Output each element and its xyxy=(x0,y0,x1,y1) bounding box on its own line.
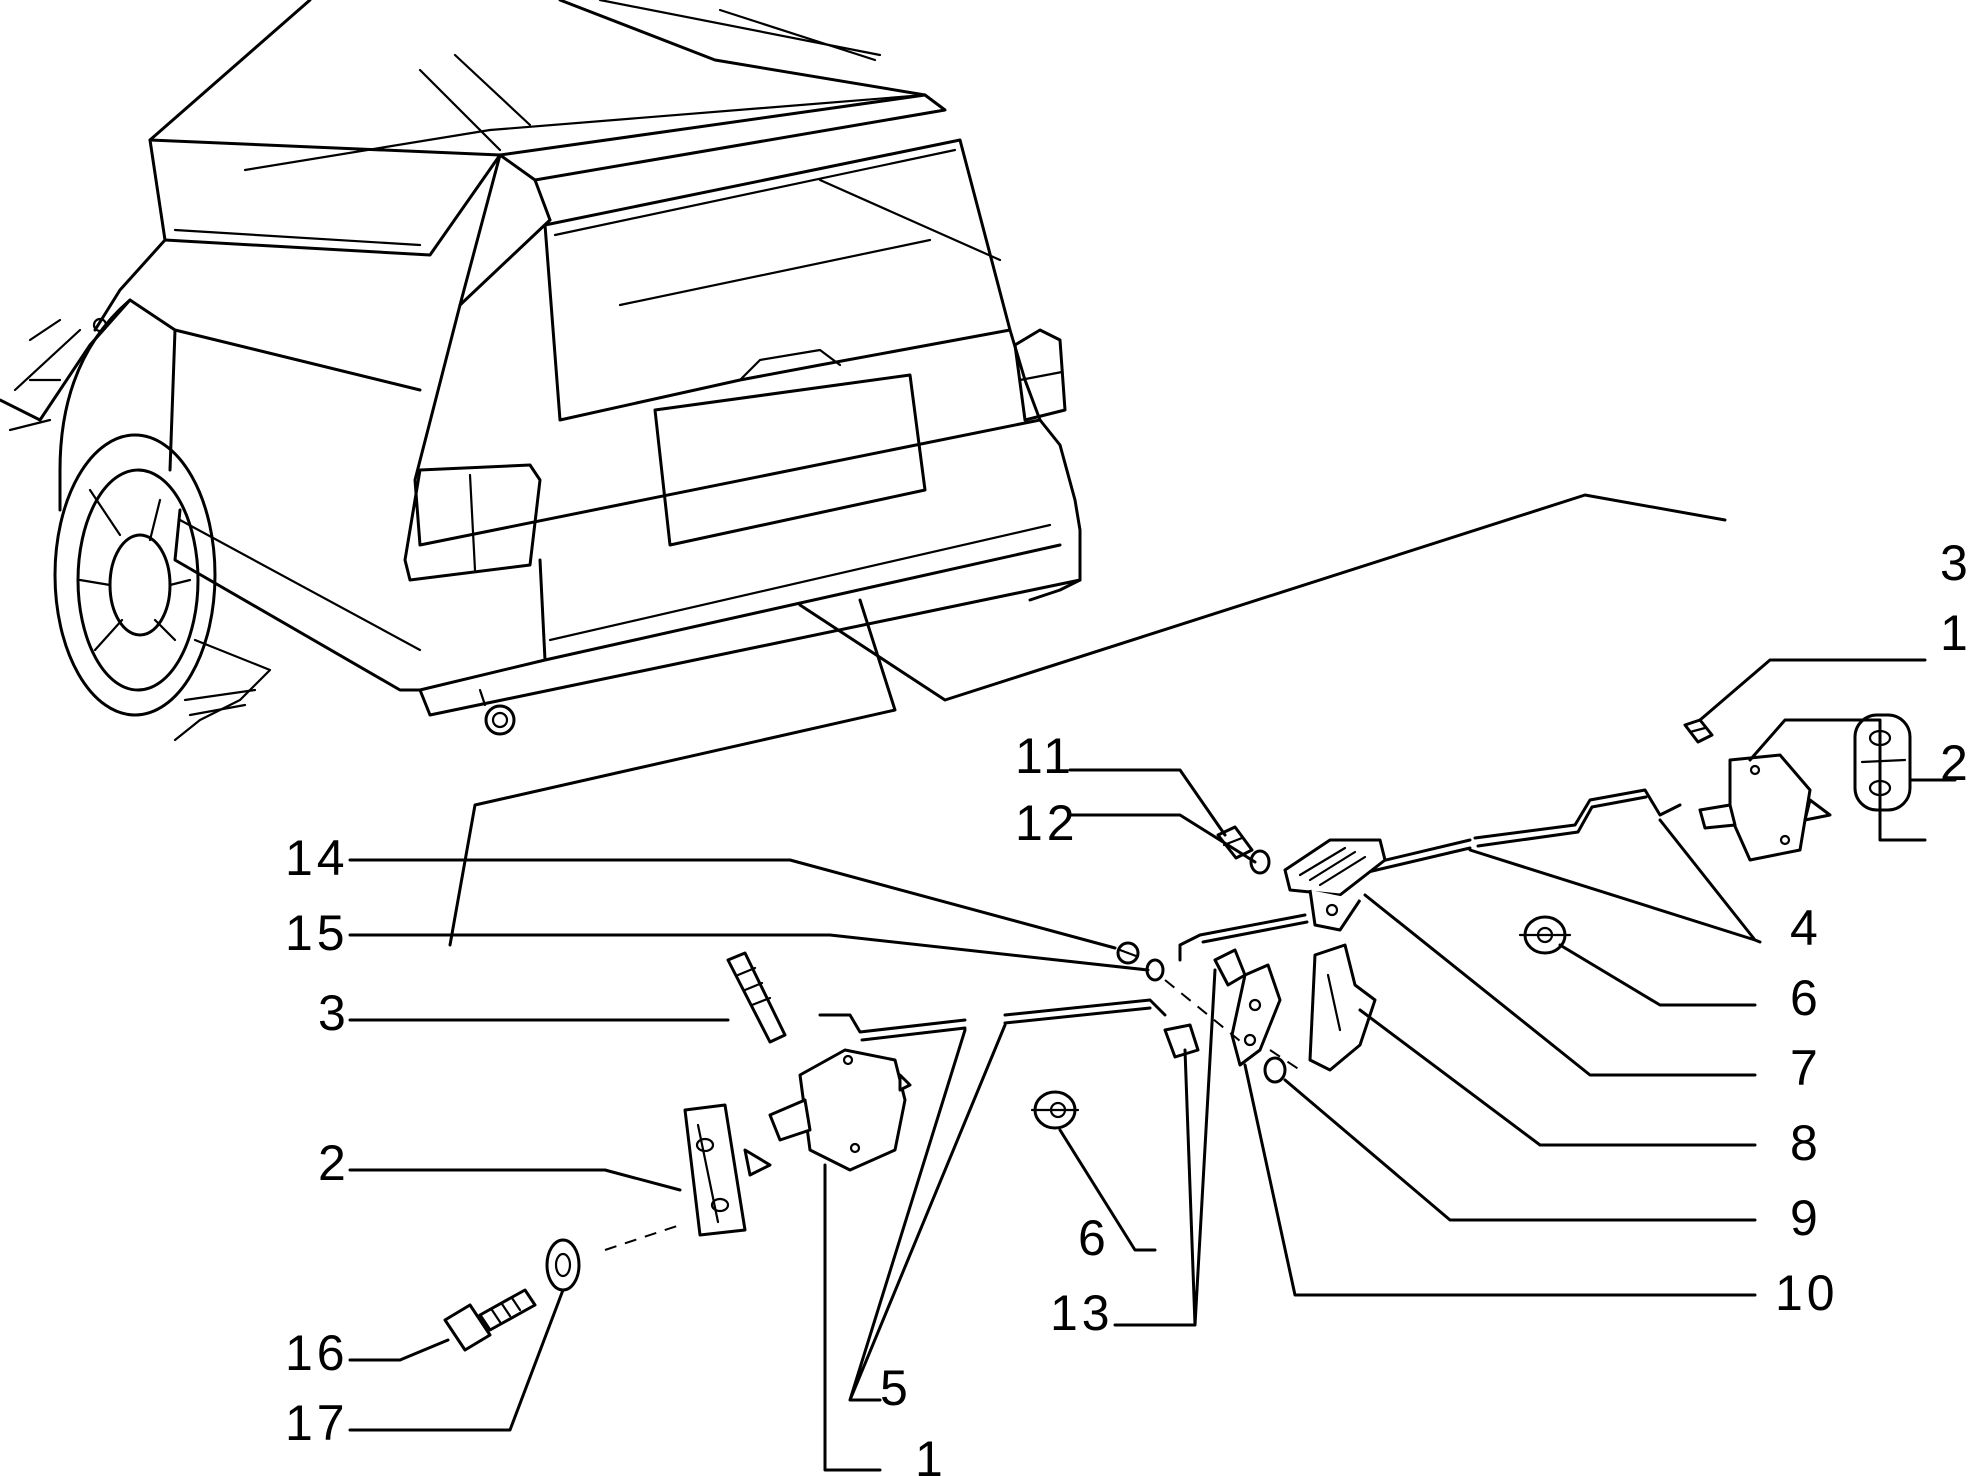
callout-4: 4 xyxy=(1790,900,1822,956)
left-latch xyxy=(768,1048,912,1172)
clips-14-15 xyxy=(1116,941,1165,982)
left-striker-plate xyxy=(683,1103,772,1237)
callout-14: 14 xyxy=(285,830,349,886)
center-rod xyxy=(1178,913,1309,962)
callout-7: 7 xyxy=(1790,1040,1822,1096)
right-latch xyxy=(1698,753,1832,862)
callout-9: 9 xyxy=(1790,1190,1822,1246)
callout-3-right: 3 xyxy=(1940,535,1972,591)
callout-1-bottom: 1 xyxy=(915,1431,947,1476)
callout-2-right: 2 xyxy=(1940,735,1972,791)
left-screw xyxy=(726,951,787,1044)
callout-13: 13 xyxy=(1050,1285,1114,1341)
callout-6-right: 6 xyxy=(1790,970,1822,1026)
callout-15: 15 xyxy=(285,905,349,961)
washer-17 xyxy=(545,1238,581,1292)
callout-6-mid: 6 xyxy=(1078,1210,1110,1266)
leader-lines xyxy=(348,658,1957,1472)
reference-lines xyxy=(448,493,1727,947)
right-grommet-6 xyxy=(1518,915,1572,955)
right-rods xyxy=(1363,788,1682,874)
bolt-16 xyxy=(443,1288,537,1352)
callout-labels: 11 12 14 15 3 2 16 17 5 1 6 13 3 1 2 4 6… xyxy=(285,535,1972,1476)
callout-12: 12 xyxy=(1015,795,1079,851)
callout-8: 8 xyxy=(1790,1115,1822,1171)
mid-grommet-6 xyxy=(1030,1090,1080,1130)
central-handle xyxy=(1283,838,1387,932)
left-rods xyxy=(818,998,1167,1042)
washer-9 xyxy=(1263,1056,1287,1084)
parts xyxy=(443,713,1912,1352)
car-illustration xyxy=(0,0,1082,742)
callout-16: 16 xyxy=(285,1325,349,1381)
callout-17: 17 xyxy=(285,1395,349,1451)
callout-11: 11 xyxy=(1015,728,1075,784)
screw-11-washer-12 xyxy=(1216,825,1271,875)
callout-1-right: 1 xyxy=(1940,605,1972,661)
callout-10: 10 xyxy=(1775,1265,1839,1321)
callout-3-left: 3 xyxy=(318,985,350,1041)
callout-5: 5 xyxy=(880,1360,912,1416)
right-striker-plate xyxy=(1853,713,1912,812)
bracket-8 xyxy=(1308,943,1377,1072)
clips-13 xyxy=(1163,948,1247,1059)
callout-2-left: 2 xyxy=(318,1135,350,1191)
right-screw xyxy=(1683,718,1714,744)
